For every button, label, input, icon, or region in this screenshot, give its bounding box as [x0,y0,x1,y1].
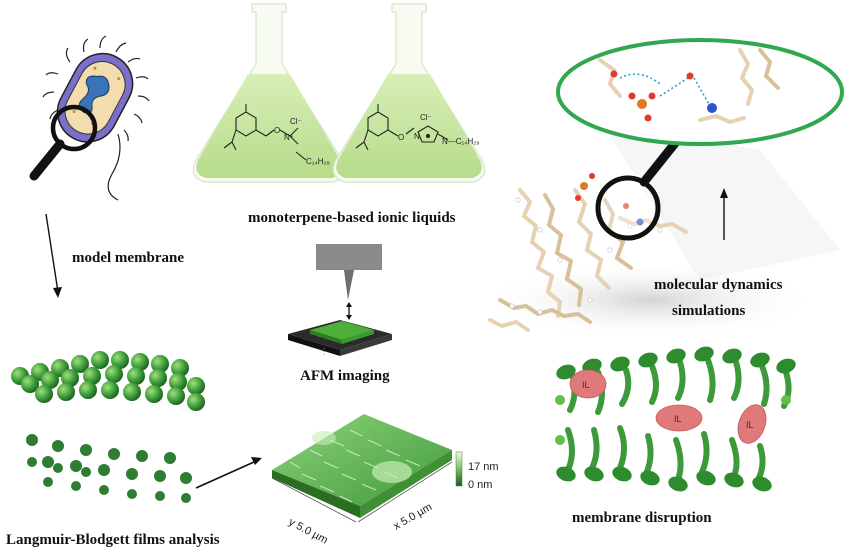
il-tag-3: IL [746,420,754,430]
cation-left-label: N⁺ [284,133,294,142]
afm-y-axis-label: y 5.0 µm [287,516,330,547]
svg-text:O: O [398,133,404,142]
label-md-line2: simulations [672,303,746,319]
disrupted-membrane-illustration: IL IL IL [555,346,796,492]
anion-right-label: Cl⁻ [420,113,432,122]
flask-left: O N⁺ Cl⁻ C₁₄H₂₉ [192,3,346,183]
label-langmuir-blodgett: Langmuir-Blodgett films analysis [6,532,220,548]
lipid-layer-illustration [11,351,205,503]
il-tag-1: IL [582,380,590,390]
afm-z-min-label: 0 nm [468,479,492,491]
afm-z-max-label: 17 nm [468,461,499,473]
ionic-liquid-molecules: IL IL IL [569,369,767,444]
svg-text:O: O [274,126,280,135]
label-membrane-disruption: membrane disruption [572,510,712,526]
arrow-bacterium-to-films [45,213,62,298]
arrow-md-up [720,188,728,240]
il-tag-2: IL [674,414,682,424]
label-ionic-liquids: monoterpene-based ionic liquids [248,210,456,226]
afm-topography-image: 17 nm 0 nm y 5.0 µm x 5.0 µm [271,414,499,547]
arrow-films-to-afm [195,457,262,489]
label-model-membrane: model membrane [72,250,185,266]
flask-right: O N Cl⁻ N—C₁₄H₂₉ [332,3,486,183]
afm-instrument [288,244,392,356]
anion-left-label: Cl⁻ [290,117,302,126]
chain-right-label: N—C₁₄H₂₉ [442,137,480,146]
bacterium-illustration [29,35,150,201]
label-md-line1: molecular dynamics [654,277,783,293]
cation-right-label: N [414,132,420,141]
chain-left-label: C₁₄H₂₉ [306,157,330,166]
md-simulation-illustration [480,38,844,340]
afm-x-axis-label: x 5.0 µm [392,501,435,533]
label-afm-imaging: AFM imaging [300,368,390,384]
